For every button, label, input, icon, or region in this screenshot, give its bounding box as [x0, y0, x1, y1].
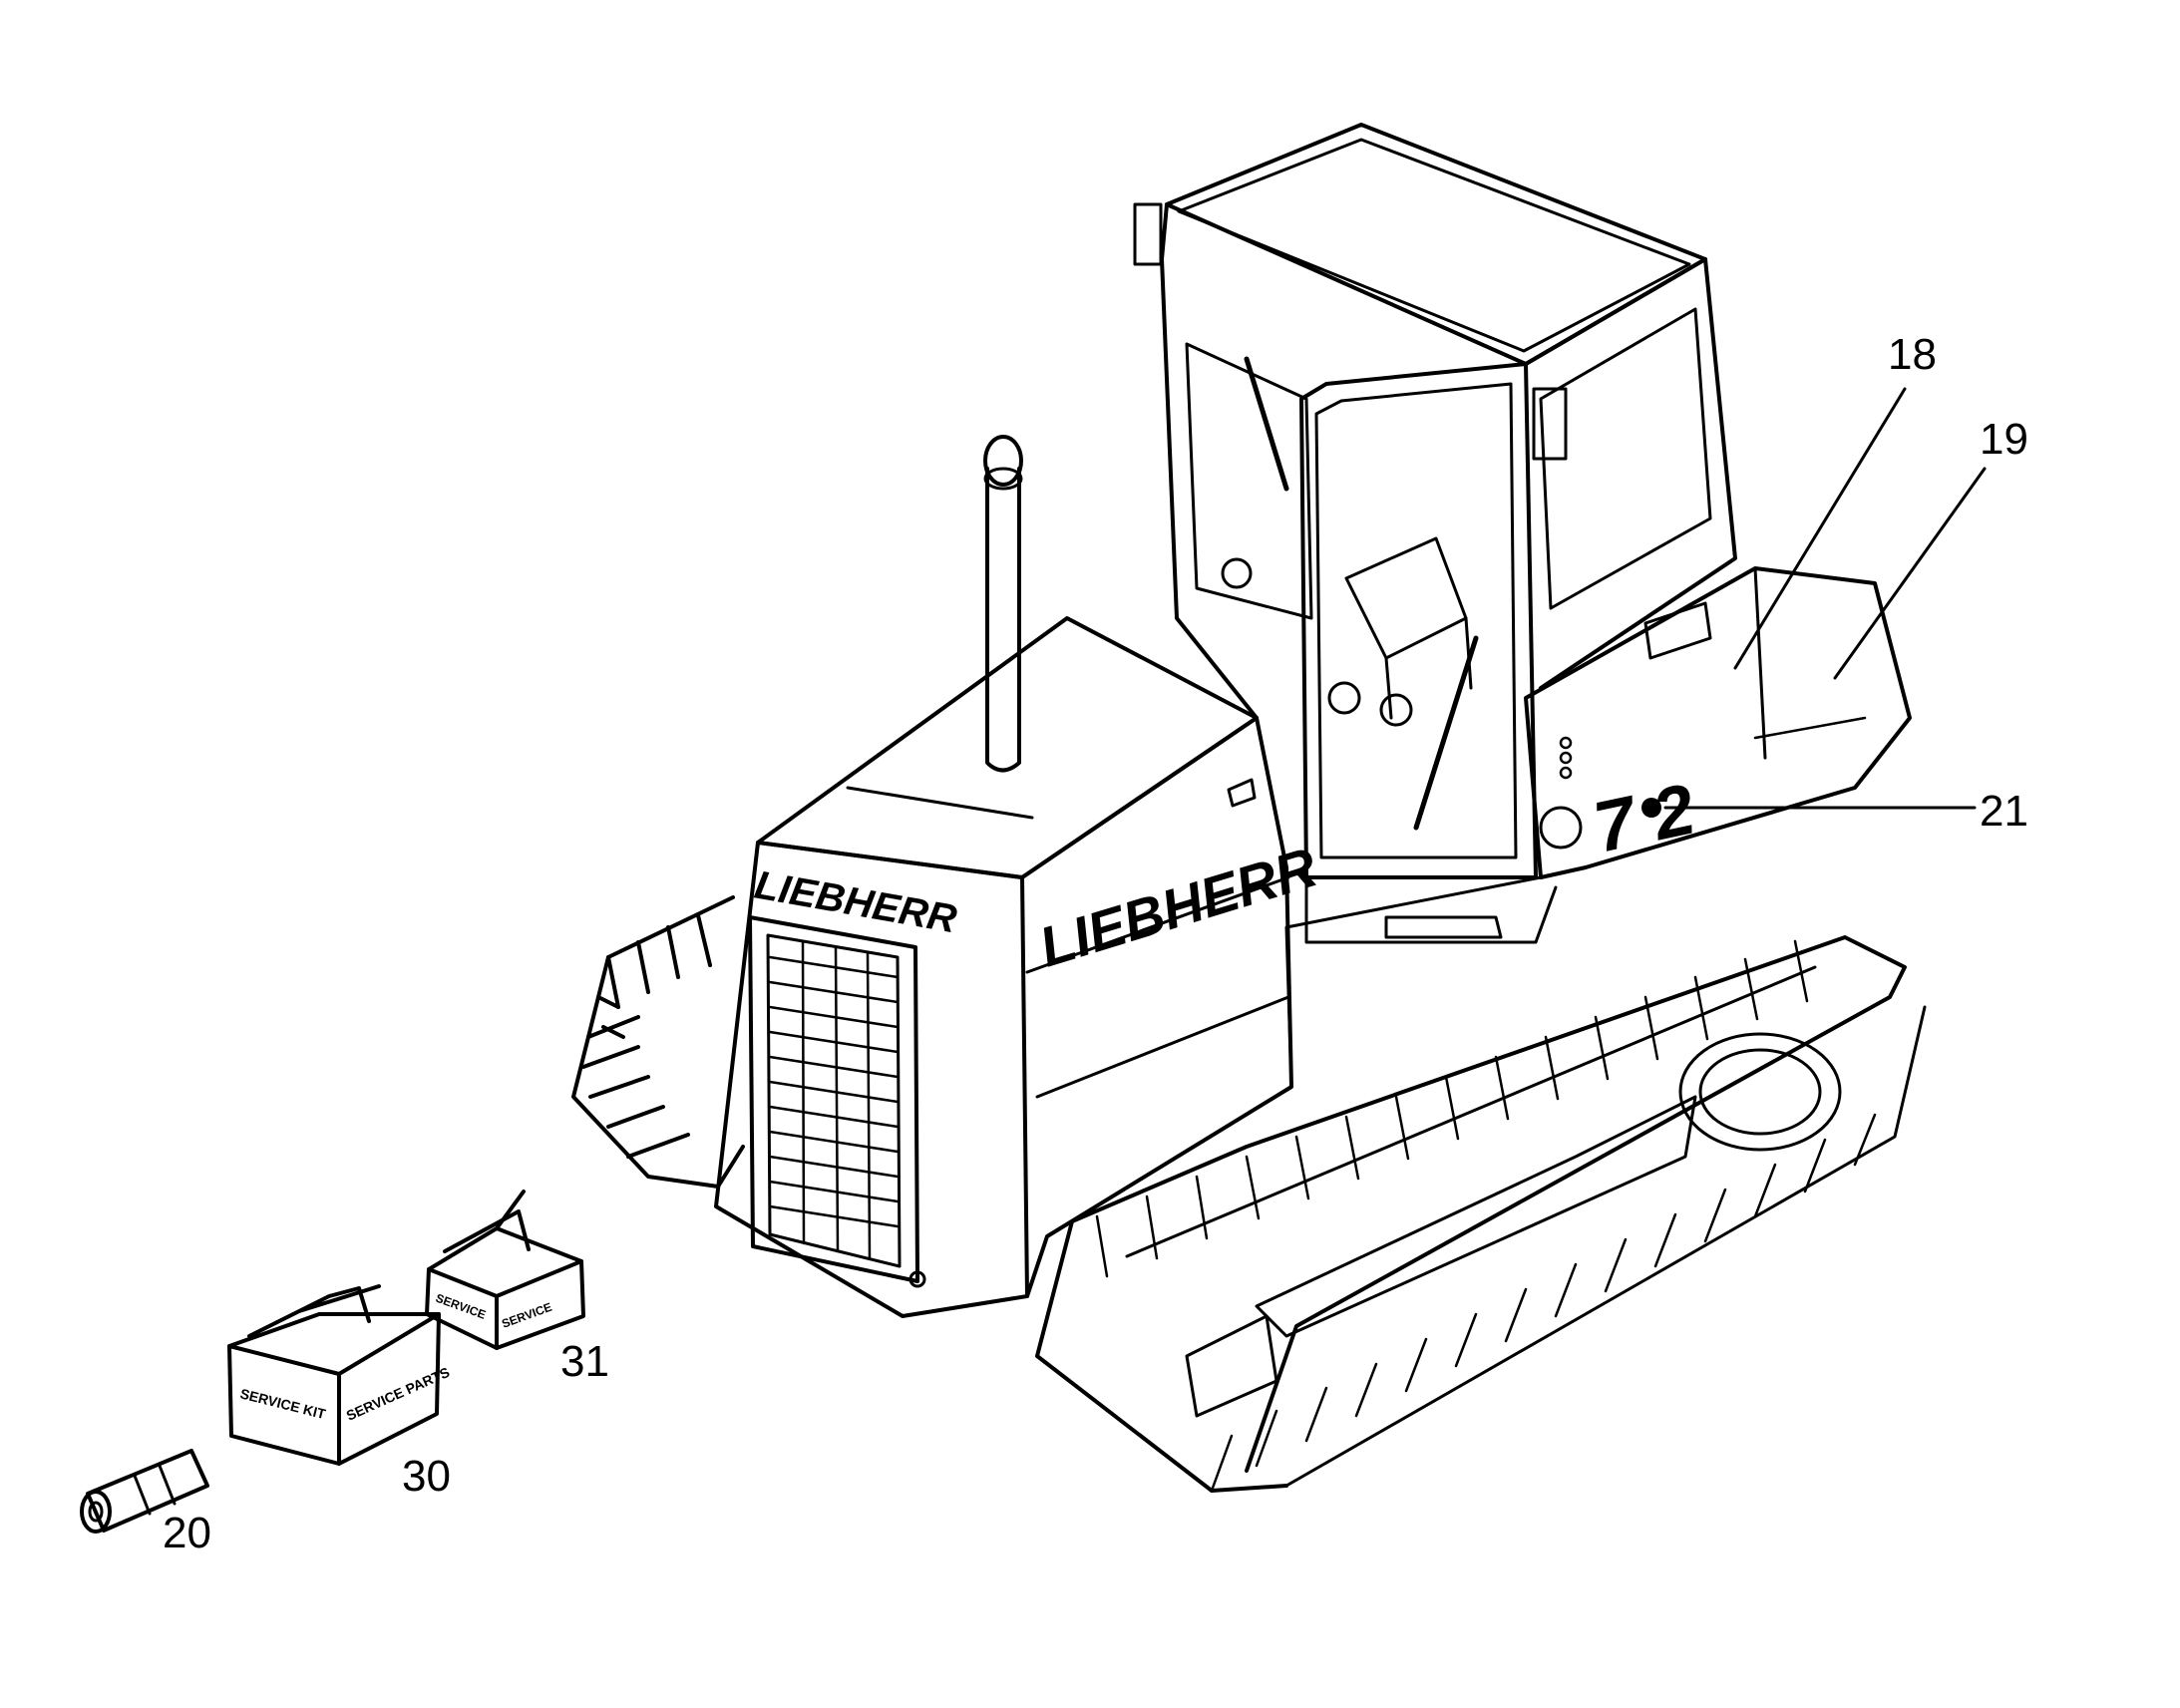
leader-lines	[1663, 387, 1987, 810]
callout-21-dot	[1641, 798, 1661, 818]
callout-20: 20	[163, 1509, 211, 1557]
part-30-box	[227, 1284, 441, 1466]
callout-30: 30	[402, 1452, 451, 1501]
exhaust-stack	[983, 435, 1023, 773]
part-31-box	[425, 1190, 585, 1350]
callout-21: 21	[1980, 787, 2028, 836]
engine-hood	[714, 616, 1293, 1318]
right-track	[1035, 935, 1927, 1493]
brand-label-front: LIEBHERR	[751, 863, 959, 942]
rear-housing	[1284, 566, 1912, 1089]
cab	[1133, 123, 1737, 879]
callout-31: 31	[560, 1337, 609, 1386]
brand-label-side: LIEBHERR	[1032, 835, 1324, 978]
model-badge: 7 2	[1588, 770, 1702, 868]
callout-18: 18	[1888, 330, 1937, 379]
box-30-front-text: SERVICE KIT	[238, 1385, 327, 1422]
left-track	[571, 895, 745, 1189]
box-31-side-text: SERVICE	[500, 1300, 553, 1331]
box-31-front-text: SERVICE	[434, 1291, 488, 1322]
part-20-roll	[80, 1449, 209, 1534]
callout-19: 19	[1980, 415, 2028, 464]
